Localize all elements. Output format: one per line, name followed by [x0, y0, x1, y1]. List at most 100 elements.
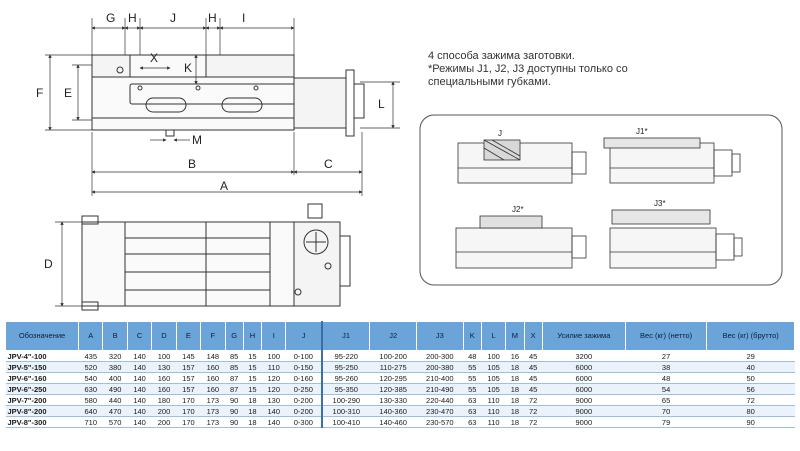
- table-header-cell: J2: [369, 321, 417, 351]
- table-header-cell: J3: [415, 321, 464, 351]
- table-cell: 45: [524, 383, 543, 395]
- table-header-cell: D: [151, 321, 177, 351]
- table-cell: 87: [225, 383, 244, 395]
- model-name-cell: JPV-7"-200: [5, 394, 79, 406]
- table-cell: 490: [102, 383, 128, 395]
- dim-x: X: [150, 51, 158, 65]
- table-cell: 120: [261, 383, 286, 395]
- table-cell: 100: [481, 350, 506, 362]
- table-cell: 95-260: [320, 372, 370, 384]
- dim-l: L: [378, 97, 385, 111]
- table-header-cell: Вес (кг) (брутто): [706, 321, 795, 351]
- dim-g: G: [106, 11, 115, 25]
- table-cell: 145: [176, 350, 201, 362]
- table-cell: 440: [102, 394, 128, 406]
- table-cell: 110: [261, 361, 286, 373]
- table-cell: 0-100: [285, 350, 322, 362]
- table-cell: 110: [481, 405, 506, 417]
- note-line-3: специальными губками.: [428, 76, 551, 88]
- table-cell: 18: [505, 416, 525, 428]
- table-cell: 130-330: [369, 394, 417, 406]
- table-cell: 380: [102, 361, 128, 373]
- table-cell: 210-400: [416, 372, 464, 384]
- clamping-modes-panel: [419, 114, 783, 286]
- dim-a: A: [220, 179, 228, 193]
- dim-c: C: [324, 157, 333, 171]
- table-cell: 580: [78, 394, 103, 406]
- table-cell: 140-360: [369, 405, 417, 417]
- table-cell: 63: [463, 405, 482, 417]
- table-cell: 200: [151, 416, 177, 428]
- dim-e: E: [64, 86, 72, 100]
- table-cell: 15: [243, 361, 262, 373]
- table-cell: 100-410: [320, 416, 370, 428]
- table-header-cell: J1: [320, 321, 371, 351]
- table-cell: 27: [625, 350, 707, 362]
- dim-h2: H: [208, 11, 217, 25]
- table-cell: 63: [463, 394, 482, 406]
- table-cell: 160: [151, 383, 177, 395]
- table-cell: 48: [463, 350, 482, 362]
- technical-drawings: G H J H I X K F E L M B C A D: [36, 11, 783, 311]
- table-cell: 140: [127, 383, 152, 395]
- table-cell: 55: [463, 372, 482, 384]
- table-cell: 38: [625, 361, 707, 373]
- table-cell: 72: [524, 394, 543, 406]
- table-header-cell: H: [242, 321, 263, 351]
- table-header-cell: E: [175, 321, 202, 351]
- table-header-cell: A: [78, 321, 104, 351]
- table-cell: 120-295: [369, 372, 417, 384]
- table-cell: 140: [127, 372, 152, 384]
- table-cell: 140-460: [369, 416, 417, 428]
- table-cell: 72: [524, 405, 543, 417]
- table-cell: 173: [200, 416, 226, 428]
- table-cell: 80: [706, 405, 795, 417]
- dim-b: B: [188, 157, 196, 171]
- table-cell: 170: [176, 416, 201, 428]
- table-cell: 470: [102, 405, 128, 417]
- table-cell: 9000: [542, 394, 626, 406]
- mode-j-label: J: [498, 129, 502, 138]
- table-cell: 160: [200, 361, 226, 373]
- table-cell: 90: [706, 416, 795, 428]
- table-cell: 220-440: [416, 394, 464, 406]
- table-cell: 140: [127, 394, 152, 406]
- table-cell: 100-200: [369, 350, 417, 362]
- table-cell: 29: [706, 350, 795, 362]
- side-view: [91, 54, 365, 137]
- table-cell: 230-470: [416, 405, 464, 417]
- table-cell: 200-300: [416, 350, 464, 362]
- table-header-cell: Обозначение: [4, 321, 80, 351]
- table-cell: 9000: [542, 405, 626, 417]
- note-line-2: *Режимы J1, J2, J3 доступны только со: [428, 63, 628, 75]
- table-cell: 0-200: [285, 394, 322, 406]
- table-cell: 400: [102, 372, 128, 384]
- mode-j2: [455, 215, 587, 269]
- table-cell: 140: [261, 416, 286, 428]
- table-cell: 45: [524, 372, 543, 384]
- table-cell: 9000: [542, 416, 626, 428]
- table-cell: 210-490: [416, 383, 464, 395]
- table-header-cell: B: [102, 321, 128, 351]
- side-view-dimensions: [45, 18, 400, 196]
- table-cell: 85: [225, 361, 244, 373]
- table-cell: 435: [78, 350, 103, 362]
- table-cell: 18: [505, 372, 525, 384]
- mode-j: [457, 139, 587, 184]
- table-header-cell: F: [200, 321, 226, 351]
- model-name-cell: JPV-8"-300: [5, 416, 79, 428]
- table-cell: 130: [261, 394, 286, 406]
- table-header-cell: M: [505, 321, 525, 351]
- table-cell: 45: [524, 350, 543, 362]
- table-cell: 100: [261, 350, 286, 362]
- table-cell: 173: [200, 405, 226, 417]
- table-header-cell: I: [261, 321, 287, 351]
- table-cell: 157: [176, 361, 201, 373]
- model-name-cell: JPV-8"-200: [5, 405, 79, 417]
